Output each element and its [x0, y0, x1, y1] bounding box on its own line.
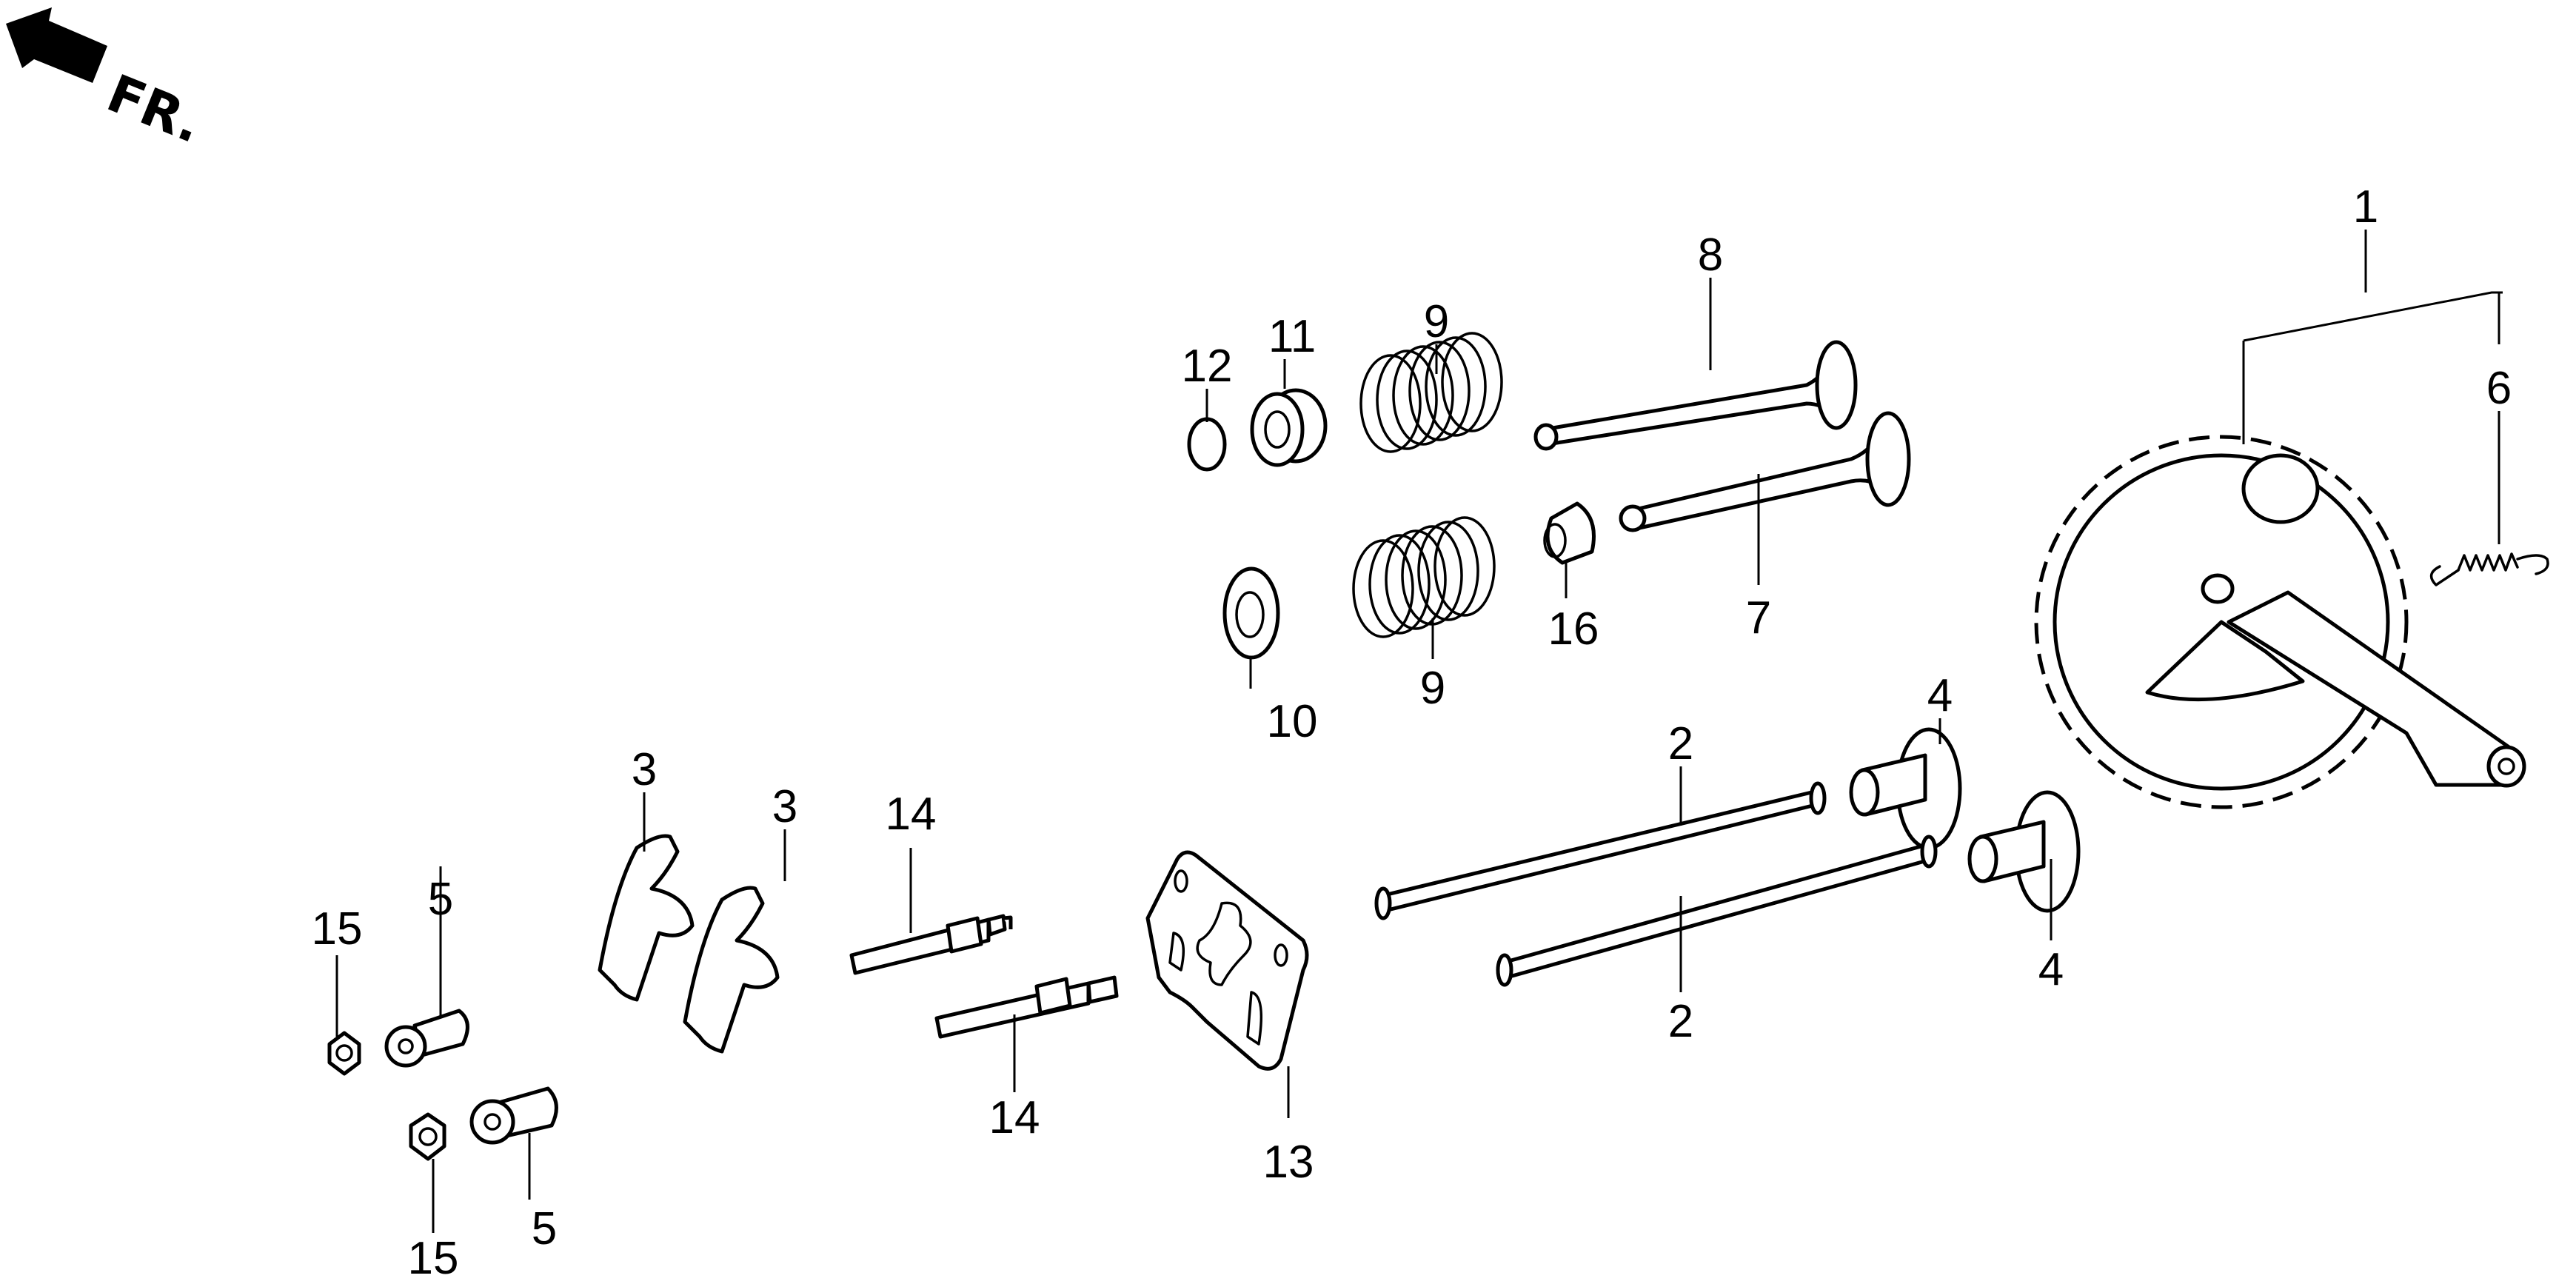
part-6-decompressor-spring[interactable] [2429, 552, 2549, 586]
part-2-push-rod-lower[interactable] [1496, 835, 1938, 987]
front-direction-indicator: FR. [6, 7, 211, 155]
leader-lines [335, 230, 2503, 1233]
callout-9-upper: 9 [1424, 296, 1449, 347]
part-16-valve-stem-seal[interactable] [1543, 501, 1596, 565]
callout-7: 7 [1746, 592, 1771, 643]
callout-3-left: 3 [632, 744, 657, 795]
front-label: FR. [99, 63, 211, 156]
callout-13: 13 [1263, 1137, 1314, 1188]
callout-12: 12 [1182, 341, 1233, 392]
callout-2-lower: 2 [1668, 996, 1693, 1047]
callout-8: 8 [1698, 230, 1723, 281]
front-arrow-icon [6, 7, 107, 83]
callout-1: 1 [2353, 181, 2378, 233]
callout-14-lower: 14 [989, 1092, 1040, 1143]
callout-14-upper: 14 [886, 789, 937, 840]
callout-5-lower: 5 [532, 1203, 557, 1254]
callout-4-lower: 4 [2038, 944, 2064, 995]
callout-9-lower: 9 [1420, 663, 1445, 714]
part-13-push-rod-guide-plate[interactable] [1145, 850, 1309, 1071]
part-12-valve-cotter[interactable] [1187, 417, 1227, 472]
callout-16: 16 [1548, 603, 1599, 655]
part-3-rocker-arm-right[interactable] [683, 886, 780, 1054]
part-10-valve-spring-retainer-lower[interactable] [1222, 566, 1280, 660]
part-9-valve-spring-lower[interactable] [1352, 516, 1496, 638]
callout-labels: 1 2 2 3 3 4 4 5 5 6 7 8 9 9 10 11 12 13 … [312, 181, 2512, 1284]
part-7-intake-valve[interactable] [1619, 411, 1911, 532]
part-14-stud-upper[interactable] [849, 914, 1013, 975]
callout-5-upper: 5 [428, 874, 453, 925]
callout-11: 11 [1268, 311, 1316, 362]
part-3-rocker-arm-left[interactable] [598, 834, 695, 1002]
part-4-tappet-lower[interactable] [1967, 790, 2081, 913]
part-5-rocker-arm-pivot-upper[interactable] [384, 1009, 469, 1068]
part-2-push-rod-upper[interactable] [1374, 781, 1827, 920]
callout-3-right: 3 [772, 781, 797, 832]
part-9-valve-spring-upper[interactable] [1359, 332, 1503, 453]
part-4-tappet-upper[interactable] [1849, 727, 1962, 850]
part-14-stud-lower[interactable] [934, 975, 1119, 1039]
part-15-nut-lower[interactable] [409, 1112, 446, 1161]
part-1-camshaft-assembly[interactable] [2034, 435, 2526, 809]
part-8-exhaust-valve[interactable] [1533, 340, 1858, 451]
callout-15-lower: 15 [408, 1233, 459, 1284]
part-15-nut-upper[interactable] [327, 1031, 361, 1076]
callout-15-upper: 15 [312, 903, 363, 954]
callout-4-upper: 4 [1927, 670, 1953, 721]
part-5-rocker-arm-pivot-lower[interactable] [469, 1086, 558, 1145]
callout-10: 10 [1267, 696, 1318, 747]
part-11-valve-spring-retainer[interactable] [1250, 388, 1328, 467]
callout-2-upper: 2 [1668, 718, 1693, 769]
callout-6: 6 [2486, 363, 2512, 414]
